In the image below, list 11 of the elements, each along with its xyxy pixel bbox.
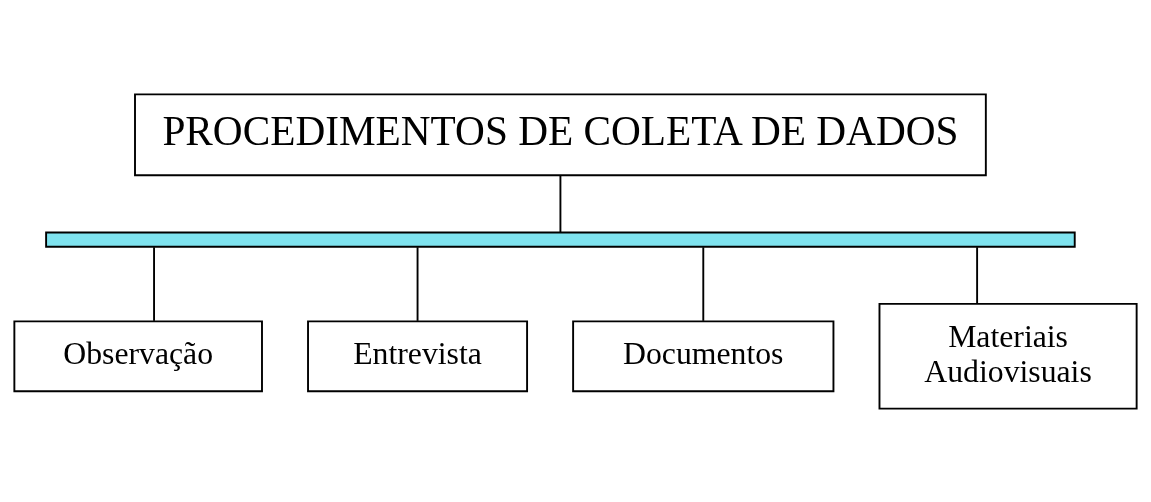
connector <box>153 245 155 322</box>
node-box: Entrevista <box>307 319 529 392</box>
node-box: PROCEDIMENTOS DE COLETA DE DADOS <box>134 92 987 176</box>
node-bar <box>45 231 1076 248</box>
connector <box>559 174 562 233</box>
node-box: Materiais Audiovisuais <box>878 302 1138 410</box>
connector <box>976 245 979 304</box>
connector <box>416 245 419 322</box>
node-box: Observação <box>13 319 263 392</box>
connector <box>702 245 705 322</box>
node-box: Documentos <box>572 319 835 392</box>
